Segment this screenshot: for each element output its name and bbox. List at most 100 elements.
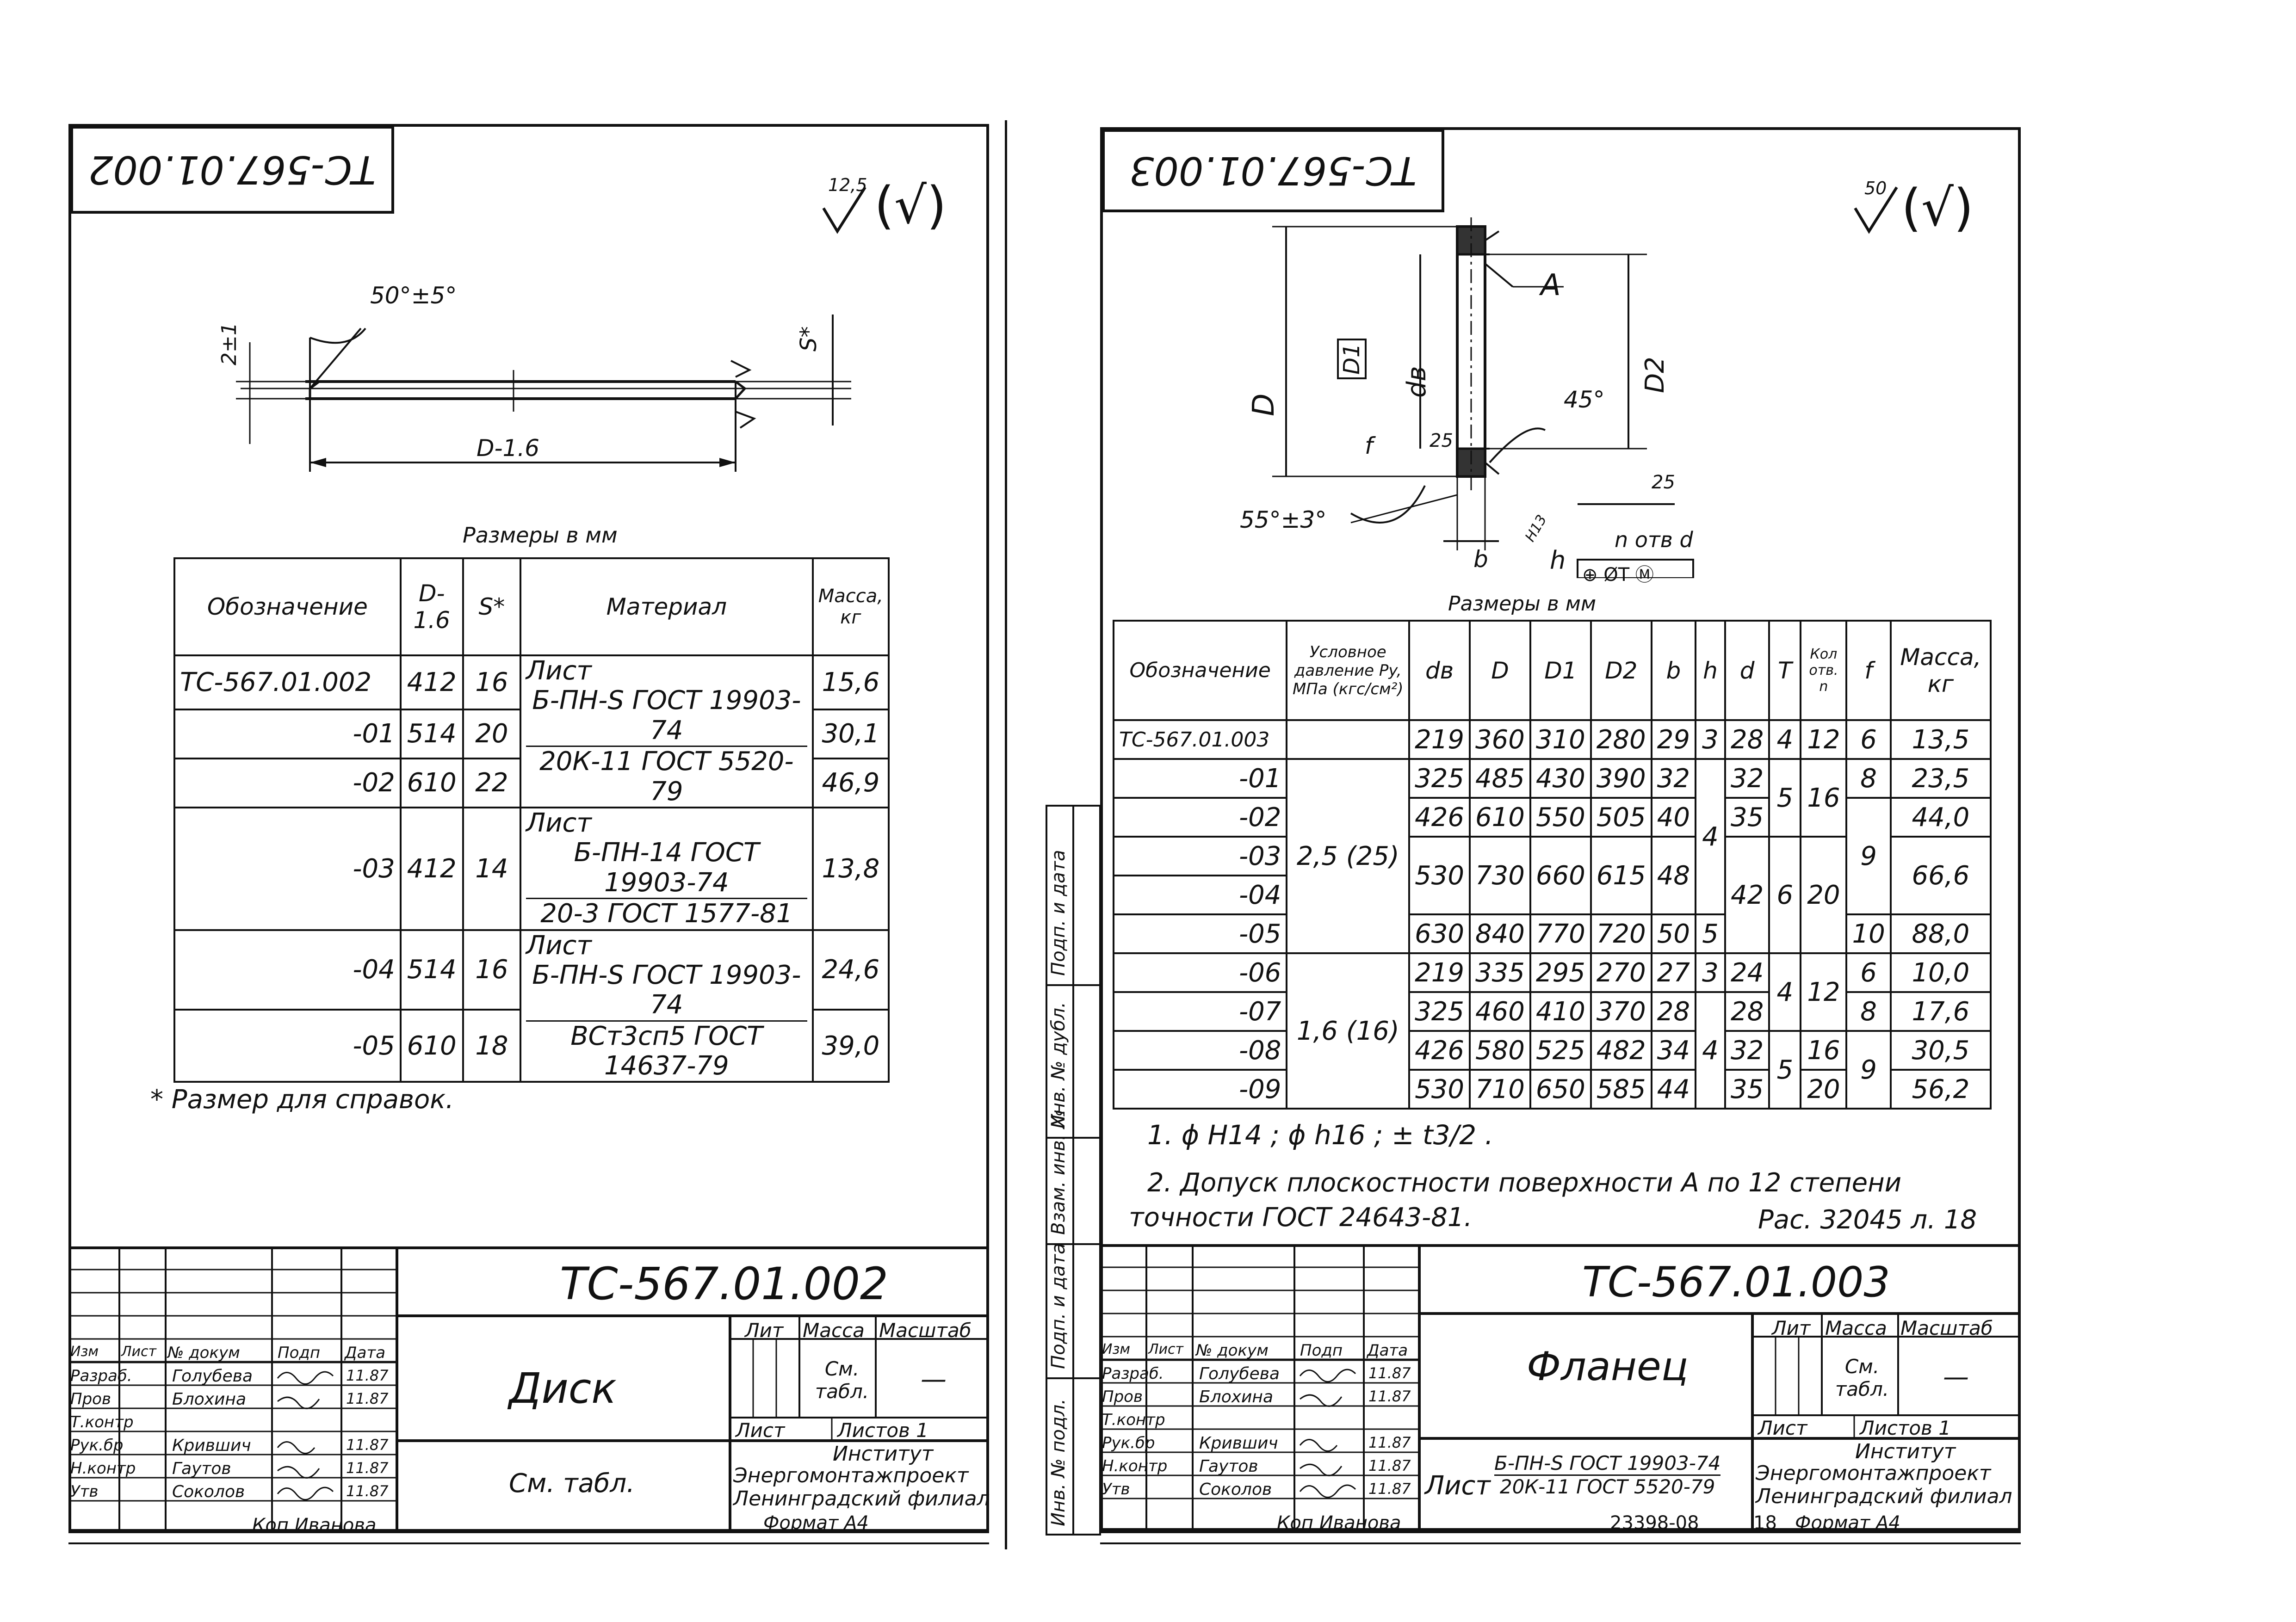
table-cell: 4 bbox=[1694, 991, 1726, 1110]
table-cell: 35 bbox=[1724, 797, 1770, 838]
table-cell: 44 bbox=[1650, 1069, 1696, 1110]
material-top: Б-ПН-14 ГОСТ 19903-74 bbox=[526, 838, 807, 900]
table-cell: 4 bbox=[1694, 758, 1726, 915]
right-label-d1: D1 bbox=[1337, 339, 1367, 379]
table-cell: 20 bbox=[462, 708, 521, 759]
left-tb-head-podp: Подп bbox=[278, 1344, 321, 1362]
table-cell: 13,8 bbox=[811, 806, 890, 931]
right-stamp-text: ТС-567.01.003 bbox=[1129, 148, 1417, 193]
right-label-d2: D2 bbox=[1640, 357, 1670, 393]
right-tb-head-podp: Подп bbox=[1300, 1341, 1343, 1360]
left-roughness-icon bbox=[822, 186, 866, 234]
right-tb-sheets: Листов 1 bbox=[1860, 1417, 1951, 1439]
right-th-0: Обозначение bbox=[1112, 620, 1288, 721]
right-th-5: D2 bbox=[1590, 620, 1652, 721]
table-cell: 32 bbox=[1650, 758, 1696, 799]
left-angle-label: 50°±5° bbox=[370, 282, 457, 309]
left-roughness-extra: (√) bbox=[874, 176, 947, 235]
table-cell: 5 bbox=[1768, 758, 1802, 838]
table-cell: 14 bbox=[462, 806, 521, 931]
right-size-caption: Размеры в мм bbox=[1448, 592, 1597, 616]
table-cell: 514 bbox=[399, 929, 464, 1011]
right-label-f: f bbox=[1365, 432, 1373, 459]
table-row: -09 bbox=[1112, 1069, 1288, 1110]
right-tb-person: Крившич bbox=[1199, 1434, 1278, 1453]
table-cell: 46,9 bbox=[811, 757, 890, 808]
table-cell: 5 bbox=[1694, 913, 1726, 954]
left-tb-mass-value: См. табл. bbox=[815, 1357, 869, 1403]
table-cell bbox=[1286, 719, 1411, 760]
table-cell: 35 bbox=[1724, 1069, 1770, 1110]
right-tb-date: 11.87 bbox=[1368, 1434, 1411, 1451]
table-cell: 660 bbox=[1529, 836, 1592, 915]
right-rough25a: 25 bbox=[1430, 430, 1453, 451]
table-cell: 585 bbox=[1590, 1069, 1652, 1110]
table-cell: 2,5 (25) bbox=[1286, 758, 1411, 954]
left-material-2: Лист Б-ПН-14 ГОСТ 19903-74 20-3 ГОСТ 157… bbox=[519, 806, 814, 931]
table-cell: 16 bbox=[1800, 758, 1848, 838]
right-th-10: Кол отв. n bbox=[1800, 620, 1848, 721]
table-row: -01 bbox=[1112, 758, 1288, 799]
right-label-holes: n отв d bbox=[1615, 527, 1693, 552]
table-row: -05 bbox=[1112, 913, 1288, 954]
left-tb-sheets: Листов 1 bbox=[837, 1419, 928, 1442]
table-cell: 295 bbox=[1529, 952, 1592, 993]
table-cell: 430 bbox=[1529, 758, 1592, 799]
right-tb-sheet: Лист bbox=[1758, 1417, 1807, 1439]
left-tb-role: Утв bbox=[70, 1482, 99, 1501]
table-cell: 325 bbox=[1408, 991, 1471, 1032]
right-stamp-code: ТС-567.01.003 bbox=[1102, 129, 1444, 212]
table-cell: 30,5 bbox=[1889, 1030, 1992, 1071]
left-tb-person: Голубева bbox=[172, 1367, 253, 1386]
right-tb-date: 11.87 bbox=[1368, 1457, 1411, 1474]
right-tb-org1: Институт bbox=[1855, 1440, 1956, 1463]
left-disc-drawing bbox=[236, 315, 851, 472]
left-th-designation: Обозначение bbox=[173, 557, 402, 656]
left-tb-role: Пров bbox=[70, 1390, 111, 1408]
left-tb-name: Диск bbox=[509, 1364, 617, 1413]
table-cell: 8 bbox=[1845, 758, 1892, 799]
table-cell: 530 bbox=[1408, 836, 1471, 915]
table-cell: 32 bbox=[1724, 758, 1770, 799]
material-top: Б-ПН-S ГОСТ 19903-74 bbox=[526, 960, 807, 1022]
table-row: -02 bbox=[1112, 797, 1288, 838]
table-cell: 630 bbox=[1408, 913, 1471, 954]
table-cell: 8 bbox=[1845, 991, 1892, 1032]
table-cell: 24,6 bbox=[811, 929, 890, 1011]
right-label-a: A bbox=[1541, 268, 1561, 302]
table-cell: 514 bbox=[399, 708, 464, 759]
material-word: Лист bbox=[526, 808, 592, 838]
right-tb-code: ТС-567.01.003 bbox=[1582, 1258, 1890, 1307]
right-page: 18 bbox=[1753, 1512, 1777, 1534]
right-label-dv: dв bbox=[1402, 366, 1432, 398]
left-tb-org3: Ленинградский филиал bbox=[733, 1487, 990, 1511]
table-cell: 22 bbox=[462, 757, 521, 808]
right-th-8: d bbox=[1724, 620, 1770, 721]
left-tb-head-list: Лист bbox=[121, 1344, 157, 1360]
table-row: -03 bbox=[1112, 836, 1288, 876]
right-th-2: dв bbox=[1408, 620, 1471, 721]
right-th-12: Масса, кг bbox=[1889, 620, 1992, 721]
table-row: -06 bbox=[1112, 952, 1288, 993]
left-stamp-text: ТС-567.01.002 bbox=[88, 147, 376, 192]
left-note: * Размер для справок. bbox=[150, 1085, 454, 1115]
right-tb-person: Голубева bbox=[1199, 1364, 1280, 1383]
table-cell: 88,0 bbox=[1889, 913, 1992, 954]
right-title-block-grid bbox=[1100, 1244, 2021, 1531]
right-tb-head-date: Дата bbox=[1367, 1341, 1408, 1360]
left-d-label: D-1.6 bbox=[477, 435, 540, 462]
right-tb-mass-head: Масса bbox=[1825, 1317, 1887, 1339]
right-copied: Коп Иванова bbox=[1277, 1512, 1401, 1534]
table-cell: 12 bbox=[1800, 952, 1848, 1032]
left-s-label: S* bbox=[796, 326, 822, 352]
table-cell: 390 bbox=[1590, 758, 1652, 799]
table-cell: 12 bbox=[1800, 719, 1848, 760]
right-th-3: D bbox=[1469, 620, 1531, 721]
right-th-7: h bbox=[1694, 620, 1726, 721]
table-cell: 30,1 bbox=[811, 708, 890, 759]
right-tb-person: Блохина bbox=[1199, 1388, 1274, 1406]
side-label: Инв. № подл. bbox=[1048, 1399, 1069, 1526]
side-label: Подп. и дата bbox=[1048, 850, 1069, 976]
table-cell: 610 bbox=[1469, 797, 1531, 838]
table-cell: 18 bbox=[462, 1008, 521, 1083]
